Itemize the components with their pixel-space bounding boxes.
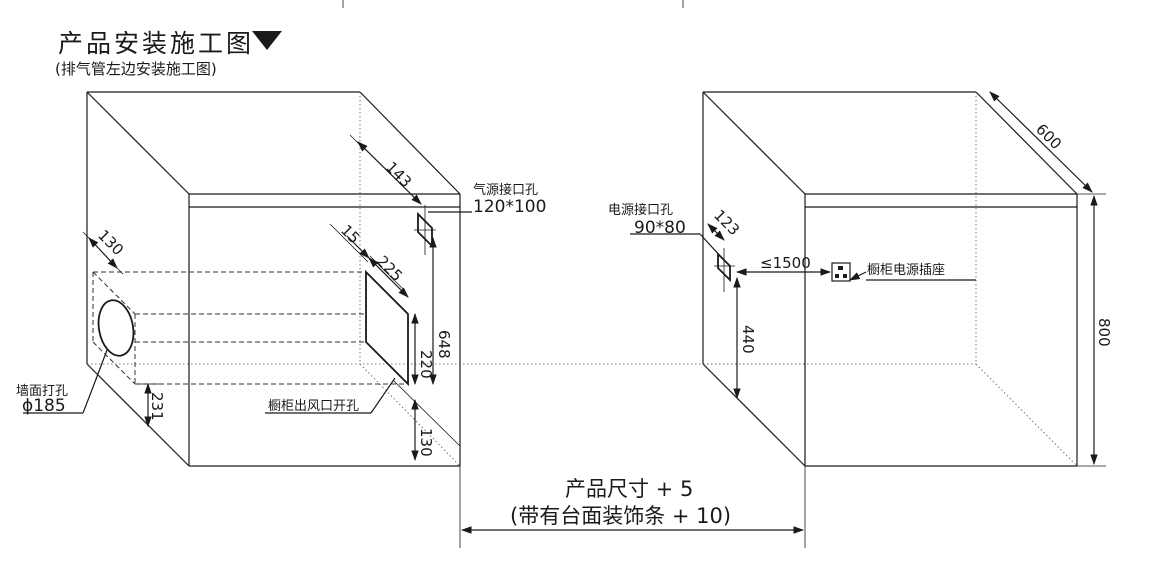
dim-600: 600 <box>1032 120 1065 153</box>
power-port-label: 电源接口孔 <box>608 202 673 218</box>
page-subtitle: (排气管左边安装施工图) <box>55 60 217 78</box>
product-size-label: 产品尺寸 + 5 <box>565 477 693 501</box>
dim-143: 143 <box>382 158 415 191</box>
socket-leader <box>849 271 867 281</box>
socket-pin-top <box>838 266 843 270</box>
wall-hole-label: 墙面打孔 <box>16 384 68 399</box>
outlet-label: 橱柜出风口开孔 <box>268 399 359 414</box>
power-port-size: 90*80 <box>634 218 686 238</box>
right-dimensions: 123 ≤1500 440 600 800 <box>707 91 1113 467</box>
dim-800: 800 <box>1095 318 1113 347</box>
dim-220: 220 <box>417 350 435 379</box>
power-port-hole <box>717 251 731 283</box>
wall-hole-circle <box>97 299 135 357</box>
socket-label: 橱柜电源插座 <box>867 263 945 278</box>
socket-pin-right <box>843 274 847 278</box>
down-triangle-icon <box>252 31 282 50</box>
dim-225: 225 <box>373 252 406 285</box>
dim-440: 440 <box>739 325 757 354</box>
dim-130-top: 130 <box>94 226 127 259</box>
gas-port-label: 气源接口孔 <box>473 182 538 198</box>
dim-231: 231 <box>148 392 166 421</box>
gas-port-size: 120*100 <box>473 197 546 217</box>
dim-130-bottom: 130 <box>417 428 435 457</box>
outlet-leader <box>370 377 396 414</box>
power-port-leader <box>699 233 723 259</box>
right-cabinet <box>702 91 1078 467</box>
trim-size-label: (带有台面装饰条 + 10) <box>510 504 731 528</box>
left-cabinet <box>86 91 805 467</box>
socket-pin-left <box>835 274 839 278</box>
dim-1500: ≤1500 <box>760 254 811 272</box>
wall-hole-size: ϕ185 <box>22 396 66 416</box>
page-title: 产品安装施工图 <box>58 29 254 58</box>
gap-dimension: 产品尺寸 + 5 (带有台面装饰条 + 10) <box>459 466 806 548</box>
dim-123: 123 <box>710 206 743 239</box>
dim-15: 15 <box>337 221 363 247</box>
exhaust-duct <box>92 271 409 385</box>
socket-icon <box>831 262 851 282</box>
wall-hole-leader <box>82 349 108 414</box>
cabinet-outlet-opening <box>365 269 409 387</box>
dim-648: 648 <box>435 330 453 359</box>
